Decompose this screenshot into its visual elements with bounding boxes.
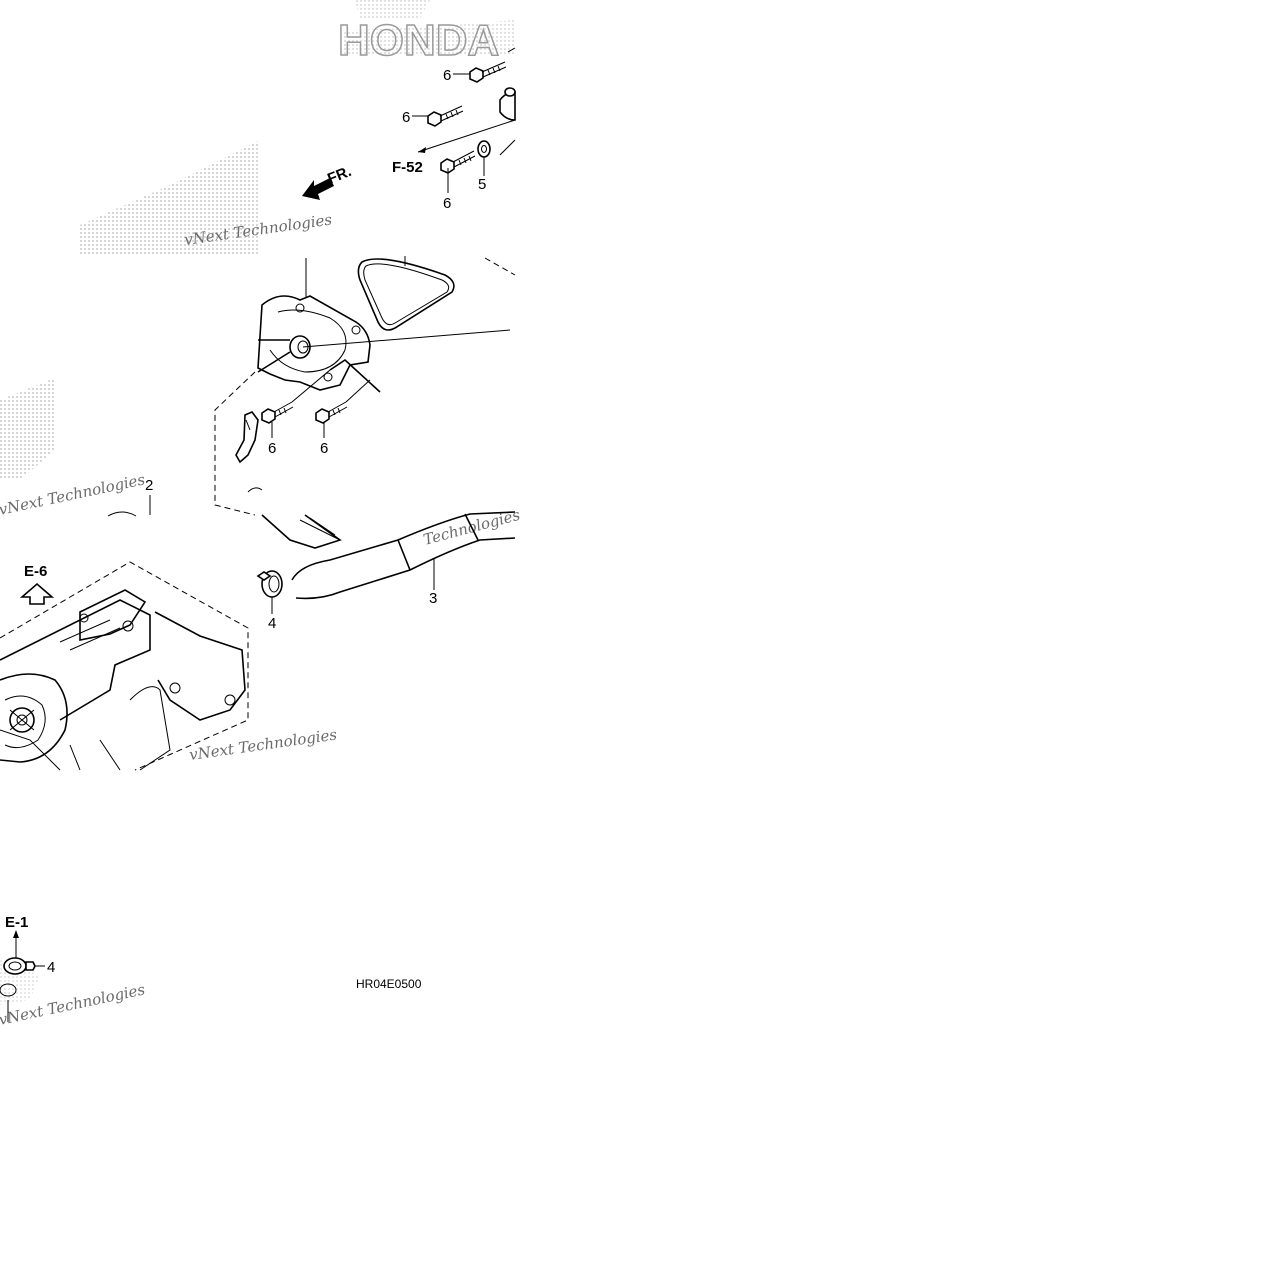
ref-label-e1: E-1 (5, 914, 28, 931)
watermark-stipple (0, 0, 515, 1005)
crankcase-assembly (0, 561, 249, 771)
watermark-brand: HONDA (338, 16, 499, 65)
callout-6: 6 (268, 440, 276, 457)
callout-5: 5 (478, 176, 486, 193)
bolt-group-top (412, 47, 516, 193)
part-2-marker (107, 495, 151, 517)
ref-label-e6: E-6 (24, 563, 47, 580)
callout-6: 6 (320, 440, 328, 457)
callout-2: 2 (145, 477, 153, 494)
callout-6: 6 (443, 67, 451, 84)
water-pump-assembly (214, 256, 516, 549)
hose-clamp-upper (256, 570, 283, 614)
callout-4: 4 (268, 615, 276, 632)
callout-6: 6 (402, 109, 410, 126)
coolant-hose (291, 511, 516, 600)
ref-arrow-up-icon (19, 582, 55, 605)
ref-label-f52: F-52 (392, 159, 423, 176)
diagram-code: HR04E0500 (356, 977, 422, 991)
callout-4: 4 (47, 959, 55, 976)
watermark-text: vNext Technologies (188, 725, 338, 764)
callout-6: 6 (443, 195, 451, 212)
callout-3: 3 (429, 590, 437, 607)
hose-clamp-lower (0, 930, 45, 1022)
front-label: FR. (325, 163, 354, 188)
front-arrow-icon (302, 178, 334, 200)
